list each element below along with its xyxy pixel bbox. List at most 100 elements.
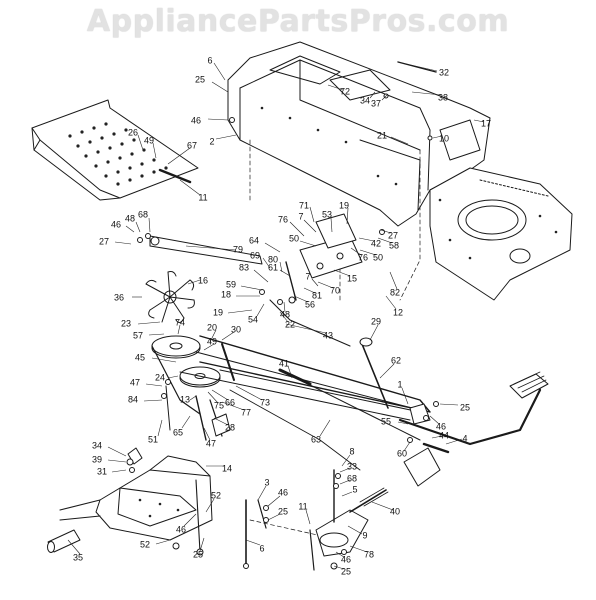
part-callout: 55 — [381, 416, 391, 426]
part-callout: 47 — [206, 438, 216, 448]
leader-line — [151, 357, 177, 363]
part-callout: 46 — [436, 421, 446, 431]
leader-line — [341, 491, 353, 497]
leader-line — [209, 329, 217, 343]
part-callout: 25 — [193, 549, 203, 559]
part-callout: 50 — [373, 252, 383, 262]
leader-line — [359, 249, 377, 256]
leader-line — [145, 383, 163, 387]
part-callout: 21 — [377, 130, 387, 140]
leader-line — [347, 525, 363, 535]
part-callout: 45 — [135, 352, 145, 362]
part-callout: 31 — [97, 466, 107, 476]
leader-line — [293, 295, 309, 303]
leader-line — [289, 221, 305, 237]
leader-line — [339, 467, 351, 473]
part-callout: 80 — [268, 254, 278, 264]
part-callout: 3 — [264, 477, 269, 487]
leader-line — [339, 479, 351, 485]
leader-line — [240, 285, 263, 291]
part-callout: 25 — [341, 566, 351, 576]
part-callout: 26 — [128, 127, 138, 137]
part-callout: 46 — [176, 524, 186, 534]
part-callout: 71 — [299, 200, 309, 210]
part-callout: 39 — [92, 454, 102, 464]
part-callout: 23 — [121, 318, 131, 328]
leader-line — [135, 221, 141, 233]
part-callout: 27 — [388, 230, 398, 240]
part-callout: 11 — [298, 501, 307, 511]
leader-line — [211, 389, 229, 401]
part-callout: 63 — [311, 434, 321, 444]
part-callout: 62 — [391, 355, 401, 365]
part-callout: 70 — [330, 285, 340, 295]
leader-line — [157, 419, 163, 437]
leader-line — [213, 417, 229, 426]
part-callout: 61 — [268, 262, 278, 272]
part-callout: 8 — [349, 446, 354, 456]
part-callout: 15 — [347, 273, 357, 283]
leader-line — [350, 247, 362, 256]
part-callout: 65 — [173, 427, 183, 437]
part-callout: 18 — [221, 289, 231, 299]
leader-line — [207, 391, 219, 404]
leader-line — [235, 385, 263, 401]
leader-line — [445, 438, 463, 445]
part-callout: 43 — [323, 330, 333, 340]
part-callout: 44 — [439, 430, 449, 440]
part-callout: 83 — [239, 262, 249, 272]
leader-line — [267, 495, 281, 507]
part-callout: 10 — [439, 133, 449, 143]
part-callout: 56 — [305, 299, 315, 309]
part-callout: 69 — [250, 250, 260, 260]
part-callout: 72 — [340, 86, 350, 96]
part-callout: 79 — [233, 244, 243, 254]
part-callout: 60 — [397, 448, 407, 458]
leader-line — [333, 565, 345, 570]
leader-line — [107, 446, 127, 457]
leader-line — [403, 441, 411, 452]
part-callout: 38 — [438, 92, 448, 102]
leader-line — [377, 237, 393, 244]
part-callout: 16 — [198, 275, 208, 285]
leader-line — [187, 279, 201, 285]
part-callout: 48 — [280, 309, 290, 319]
leader-line — [358, 237, 375, 242]
axle-pin — [47, 529, 81, 553]
leader-line — [199, 537, 205, 552]
part-callout: 25 — [278, 506, 288, 516]
leader-line — [137, 321, 161, 325]
leader-line — [205, 498, 215, 513]
leader-line — [181, 415, 191, 429]
leader-line — [303, 287, 316, 294]
part-callout: 6 — [259, 543, 264, 553]
leader-line — [431, 435, 443, 439]
part-callout: 35 — [73, 552, 83, 562]
part-callout: 4 — [462, 433, 467, 443]
part-callout: 46 — [191, 115, 201, 125]
part-callout: 46 — [278, 487, 288, 497]
leader-line — [319, 419, 331, 437]
part-callout: 20 — [207, 322, 217, 332]
leader-line — [411, 91, 442, 96]
watermark-text: AppliancePartsPros.com — [86, 4, 510, 39]
leader-line — [330, 217, 333, 233]
leader-line — [379, 363, 395, 379]
leader-line — [203, 343, 215, 351]
leader-line — [285, 323, 327, 334]
leader-line — [227, 309, 253, 314]
leader-line — [346, 207, 349, 225]
footrest-plate — [31, 99, 199, 201]
leader-line — [211, 81, 229, 93]
part-callout: 74 — [175, 317, 185, 327]
leader-line — [155, 539, 171, 545]
part-callout: 50 — [289, 233, 299, 243]
leader-line — [256, 303, 265, 317]
part-callout: 32 — [439, 67, 449, 77]
part-callout: 75 — [214, 400, 224, 410]
leader-line — [279, 261, 283, 273]
part-callout: 76 — [278, 214, 288, 224]
leader-line — [185, 245, 237, 251]
